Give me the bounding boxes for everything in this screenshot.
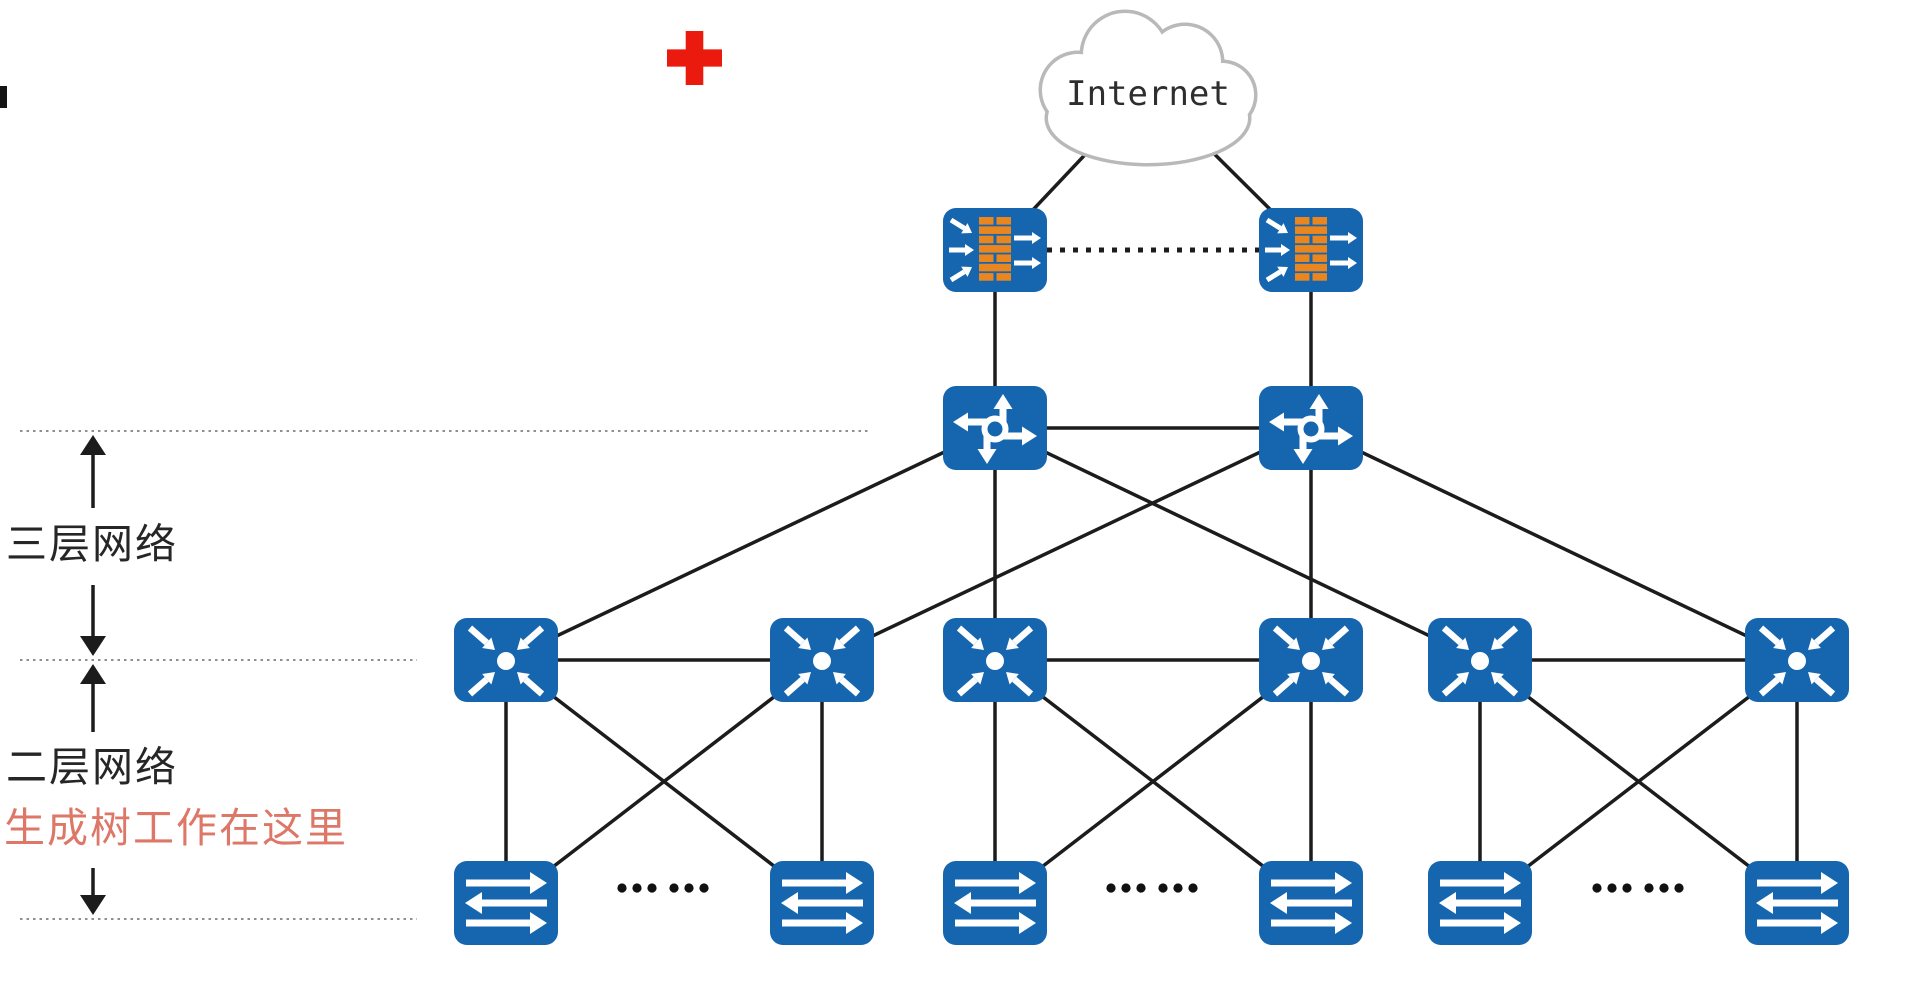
node-agg4-agg-switch-icon xyxy=(1259,618,1363,702)
edge-r2-agg6 xyxy=(1310,426,1798,662)
node-acc4-access-switch-icon xyxy=(1259,861,1363,945)
node-r2-router-icon xyxy=(1259,386,1363,470)
edge-r1-agg1 xyxy=(505,426,996,662)
node-agg6-agg-switch-icon xyxy=(1745,618,1849,702)
node-fw2-firewall-icon xyxy=(1259,208,1363,292)
measure-arrow-3 xyxy=(80,664,106,732)
internet-cloud-icon xyxy=(1038,9,1258,167)
node-acc3-access-switch-icon xyxy=(943,861,1047,945)
measure-arrow-2 xyxy=(80,585,106,656)
node-r1-router-icon xyxy=(943,386,1047,470)
measure-arrow-1 xyxy=(80,435,106,508)
ellipsis-dots-2 xyxy=(1106,883,1198,893)
ellipsis-dots-3 xyxy=(1592,883,1684,893)
edge-agg2-acc1 xyxy=(504,658,824,905)
node-agg2-agg-switch-icon xyxy=(770,618,874,702)
internet-label: Internet xyxy=(1066,74,1230,114)
edge-r1-agg5 xyxy=(994,426,1481,662)
edge-agg6-acc5 xyxy=(1478,658,1799,905)
layer2-zone-label: 二层网络 xyxy=(6,744,178,790)
node-acc2-access-switch-icon xyxy=(770,861,874,945)
node-agg5-agg-switch-icon xyxy=(1428,618,1532,702)
node-agg3-agg-switch-icon xyxy=(943,618,1047,702)
node-acc6-access-switch-icon xyxy=(1745,861,1849,945)
node-agg1-agg-switch-icon xyxy=(454,618,558,702)
layer3-zone-label: 三层网络 xyxy=(6,521,178,567)
edge-r2-agg2 xyxy=(821,426,1312,662)
measure-arrow-4 xyxy=(80,868,106,915)
node-acc5-access-switch-icon xyxy=(1428,861,1532,945)
ellipsis-dots-1 xyxy=(617,883,709,893)
stp-note-label: 生成树工作在这里 xyxy=(4,805,348,851)
node-fw1-firewall-icon xyxy=(943,208,1047,292)
edge-agg4-acc3 xyxy=(993,658,1313,905)
left-edge-mark xyxy=(0,86,7,108)
node-acc1-access-switch-icon xyxy=(454,861,558,945)
